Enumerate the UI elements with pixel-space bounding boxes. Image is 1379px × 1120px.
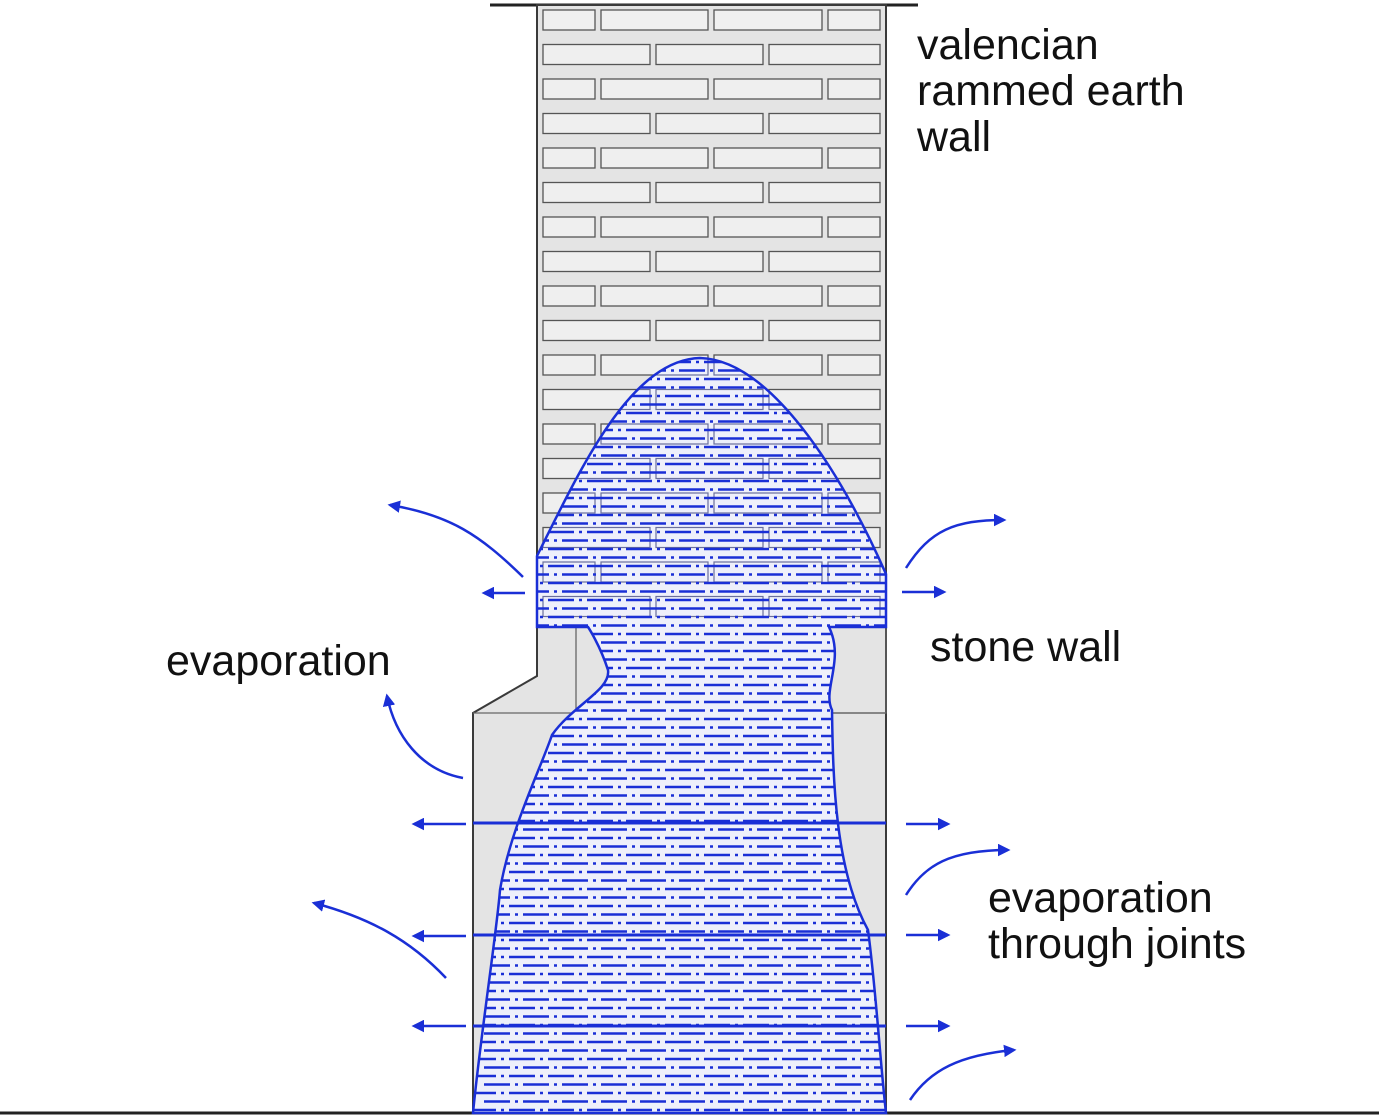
rammed-earth-label-line-1: valencian — [917, 21, 1099, 69]
moisture-outline — [471, 356, 888, 1115]
evaporation-arrows — [311, 500, 1017, 1101]
joints-label-line-1: evaporation — [988, 874, 1213, 922]
curved-arrow-right-2 — [904, 843, 1011, 896]
evaporation-label: evaporation — [166, 637, 391, 685]
curved-arrow-left-2 — [382, 693, 464, 780]
curved-arrow-left-1 — [387, 500, 524, 578]
evaporation-through-joints-label: evaporation through joints — [988, 875, 1246, 967]
stone-wall-label: stone wall — [930, 623, 1122, 671]
rammed-earth-wall-label: valencian rammed earth wall — [917, 22, 1185, 160]
rammed-earth-label-line-2: rammed earth — [917, 67, 1185, 115]
rammed-earth-label-line-3: wall — [917, 113, 992, 161]
joints-label-line-2: through joints — [988, 920, 1247, 968]
curved-arrow-right-3 — [908, 1044, 1017, 1101]
curved-arrow-left-3 — [311, 899, 447, 979]
curved-arrow-right-1 — [904, 513, 1007, 569]
